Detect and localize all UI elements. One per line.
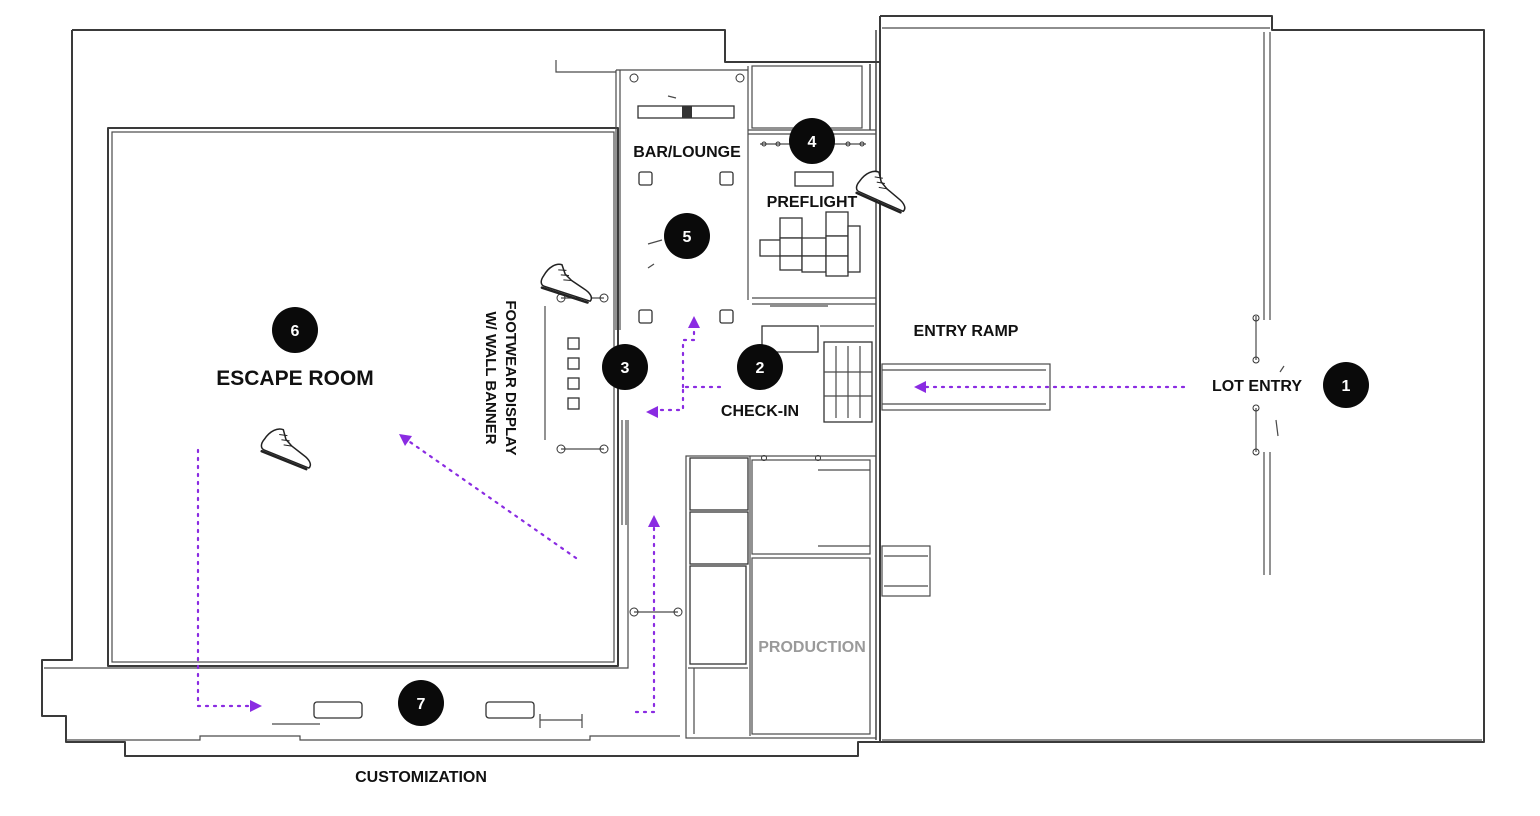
svg-text:1: 1 <box>1342 378 1351 395</box>
label-production: PRODUCTION <box>758 639 866 656</box>
marker-5: 5 <box>664 213 710 259</box>
sneaker-icon <box>257 422 321 472</box>
marker-6: 6 <box>272 307 318 353</box>
svg-text:7: 7 <box>417 696 426 713</box>
marker-4: 4 <box>789 118 835 164</box>
label-lot-entry: LOT ENTRY <box>1212 378 1302 395</box>
svg-text:5: 5 <box>683 229 692 246</box>
svg-text:4: 4 <box>808 134 817 151</box>
label-entry-ramp: ENTRY RAMP <box>914 323 1019 340</box>
visitor-path <box>196 316 1186 714</box>
marker-1: 1 <box>1323 362 1369 408</box>
label-footwear-display: FOOTWEAR DISPLAY <box>502 300 519 455</box>
marker-7: 7 <box>398 680 444 726</box>
outer-walls <box>41 15 1485 757</box>
label-customization: CUSTOMIZATION <box>355 769 487 786</box>
sneaker-icon <box>538 258 600 305</box>
marker-2: 2 <box>737 344 783 390</box>
escape-room-walls <box>44 127 680 741</box>
label-escape-room: ESCAPE ROOM <box>216 367 374 390</box>
label-bar-lounge: BAR/LOUNGE <box>633 144 741 161</box>
lounge-walls <box>555 60 876 330</box>
label-preflight: PREFLIGHT <box>767 194 858 211</box>
svg-text:3: 3 <box>621 360 630 377</box>
label-wall-banner: W/ WALL BANNER <box>482 311 499 444</box>
marker-3: 3 <box>602 344 648 390</box>
customization-area <box>272 607 683 728</box>
label-check-in: CHECK-IN <box>721 403 799 420</box>
svg-text:6: 6 <box>291 323 300 340</box>
footwear-display-walls <box>544 293 609 454</box>
sneaker-icon <box>852 164 916 215</box>
entry-ramp <box>881 363 1051 597</box>
production-area <box>685 455 877 739</box>
svg-text:2: 2 <box>756 360 765 377</box>
